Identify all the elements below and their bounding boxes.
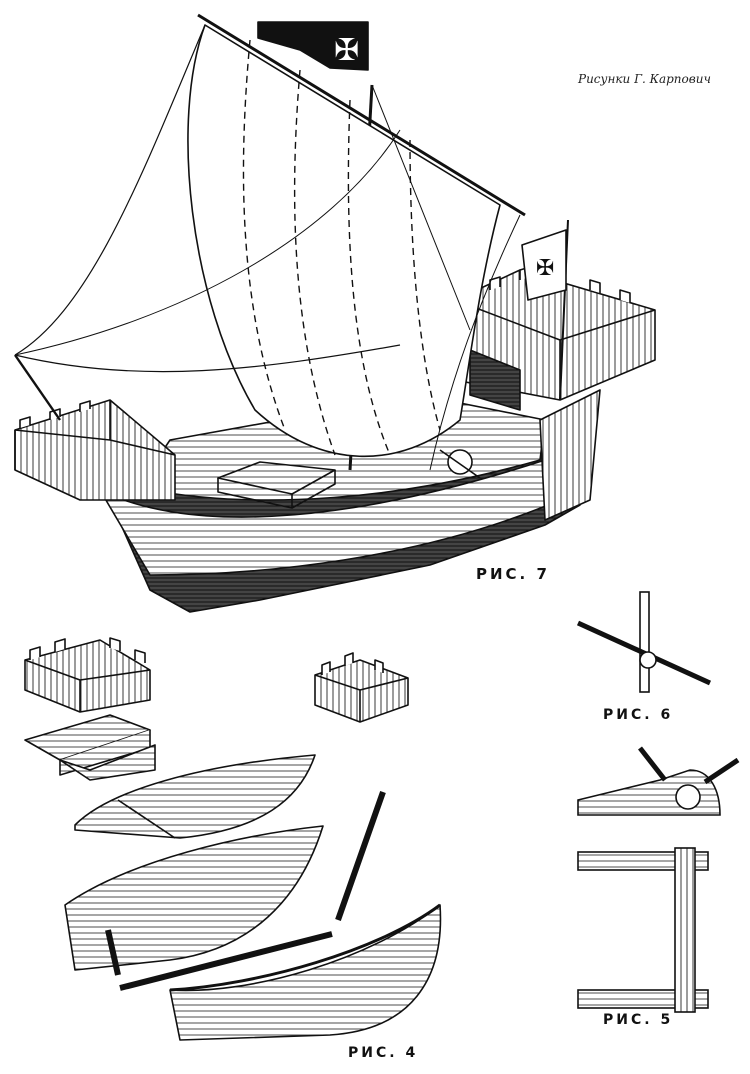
illustration-credit: Рисунки Г. Карпович — [578, 72, 711, 86]
svg-text:✠: ✠ — [334, 33, 359, 68]
caption-fig-5: РИС. 5 — [603, 1012, 674, 1028]
caption-fig-7: РИС. 7 — [476, 565, 550, 583]
parts-illustration — [24, 637, 442, 1041]
fitting-illustration — [577, 746, 740, 1013]
mast-joint-illustration — [576, 591, 712, 693]
caption-fig-4: РИС. 4 — [348, 1045, 419, 1061]
caption-fig-6: РИС. 6 — [603, 707, 674, 723]
svg-text:✠: ✠ — [536, 256, 554, 281]
ship-illustration: ✠ ✠ — [14, 13, 656, 613]
